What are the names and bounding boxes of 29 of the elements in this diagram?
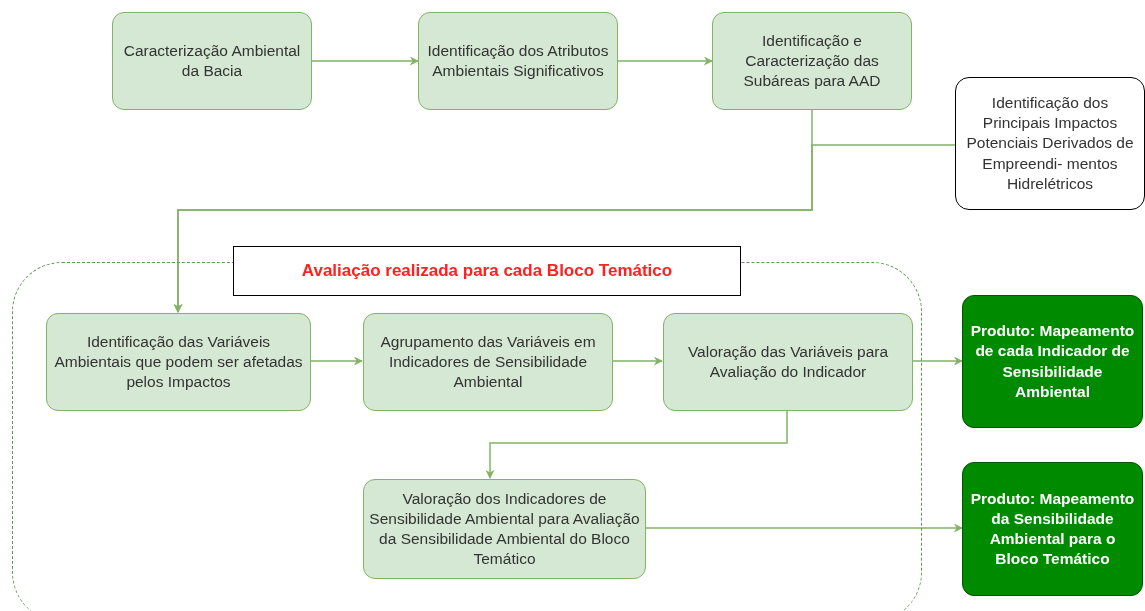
node-text: Identificação das Variáveis Ambientais que podem ser afetadas pelos Impactos [53,331,304,393]
arrow [617,56,713,66]
node-text: Produto: Mapeamento de cada Indicador de Sensibilidade Ambiental [969,321,1136,402]
process-box [363,313,613,411]
arrow [311,56,419,66]
node-text: Agrupamento das Variáveis em Indicadores de Sensibilidade Ambiental [379,331,597,393]
process-box [712,12,912,110]
arrow [309,356,363,366]
product-box [962,295,1143,428]
arrow [644,523,963,533]
process-box [46,313,311,411]
process-box [663,313,913,411]
group-title: Avaliação realizada para cada Bloco Temático [233,246,741,296]
arrow [611,356,663,366]
process-box [363,479,646,579]
node-text: Caracterização Ambiental da Bacia [122,40,302,81]
product-box [962,462,1143,596]
process-box [418,12,618,110]
arrow [911,356,963,366]
node-text: Identificação e Caracterização das Subáreas para AAD [742,30,882,92]
arrow [173,144,956,313]
node-text: Valoração dos Indicadores de Sensibilidade Ambiental para Avaliação da Sensibilidade Ambiental do Bloco Temático [368,488,641,570]
arrow [485,409,788,479]
node-text: Produto: Mapeamento da Sensibilidade Ambiental para o Bloco Temático [969,488,1136,570]
node-text: Identificação dos Principais Impactos Potenciais Derivados de Empreendi- mentos Hidrelétricos [965,93,1135,194]
process-box [112,12,312,110]
node-text: Identificação dos Atributos Ambientais Significativos [426,40,610,81]
node-text: Valoração das Variáveis para Avaliação do Indicador [686,341,890,382]
input-box [955,77,1145,210]
